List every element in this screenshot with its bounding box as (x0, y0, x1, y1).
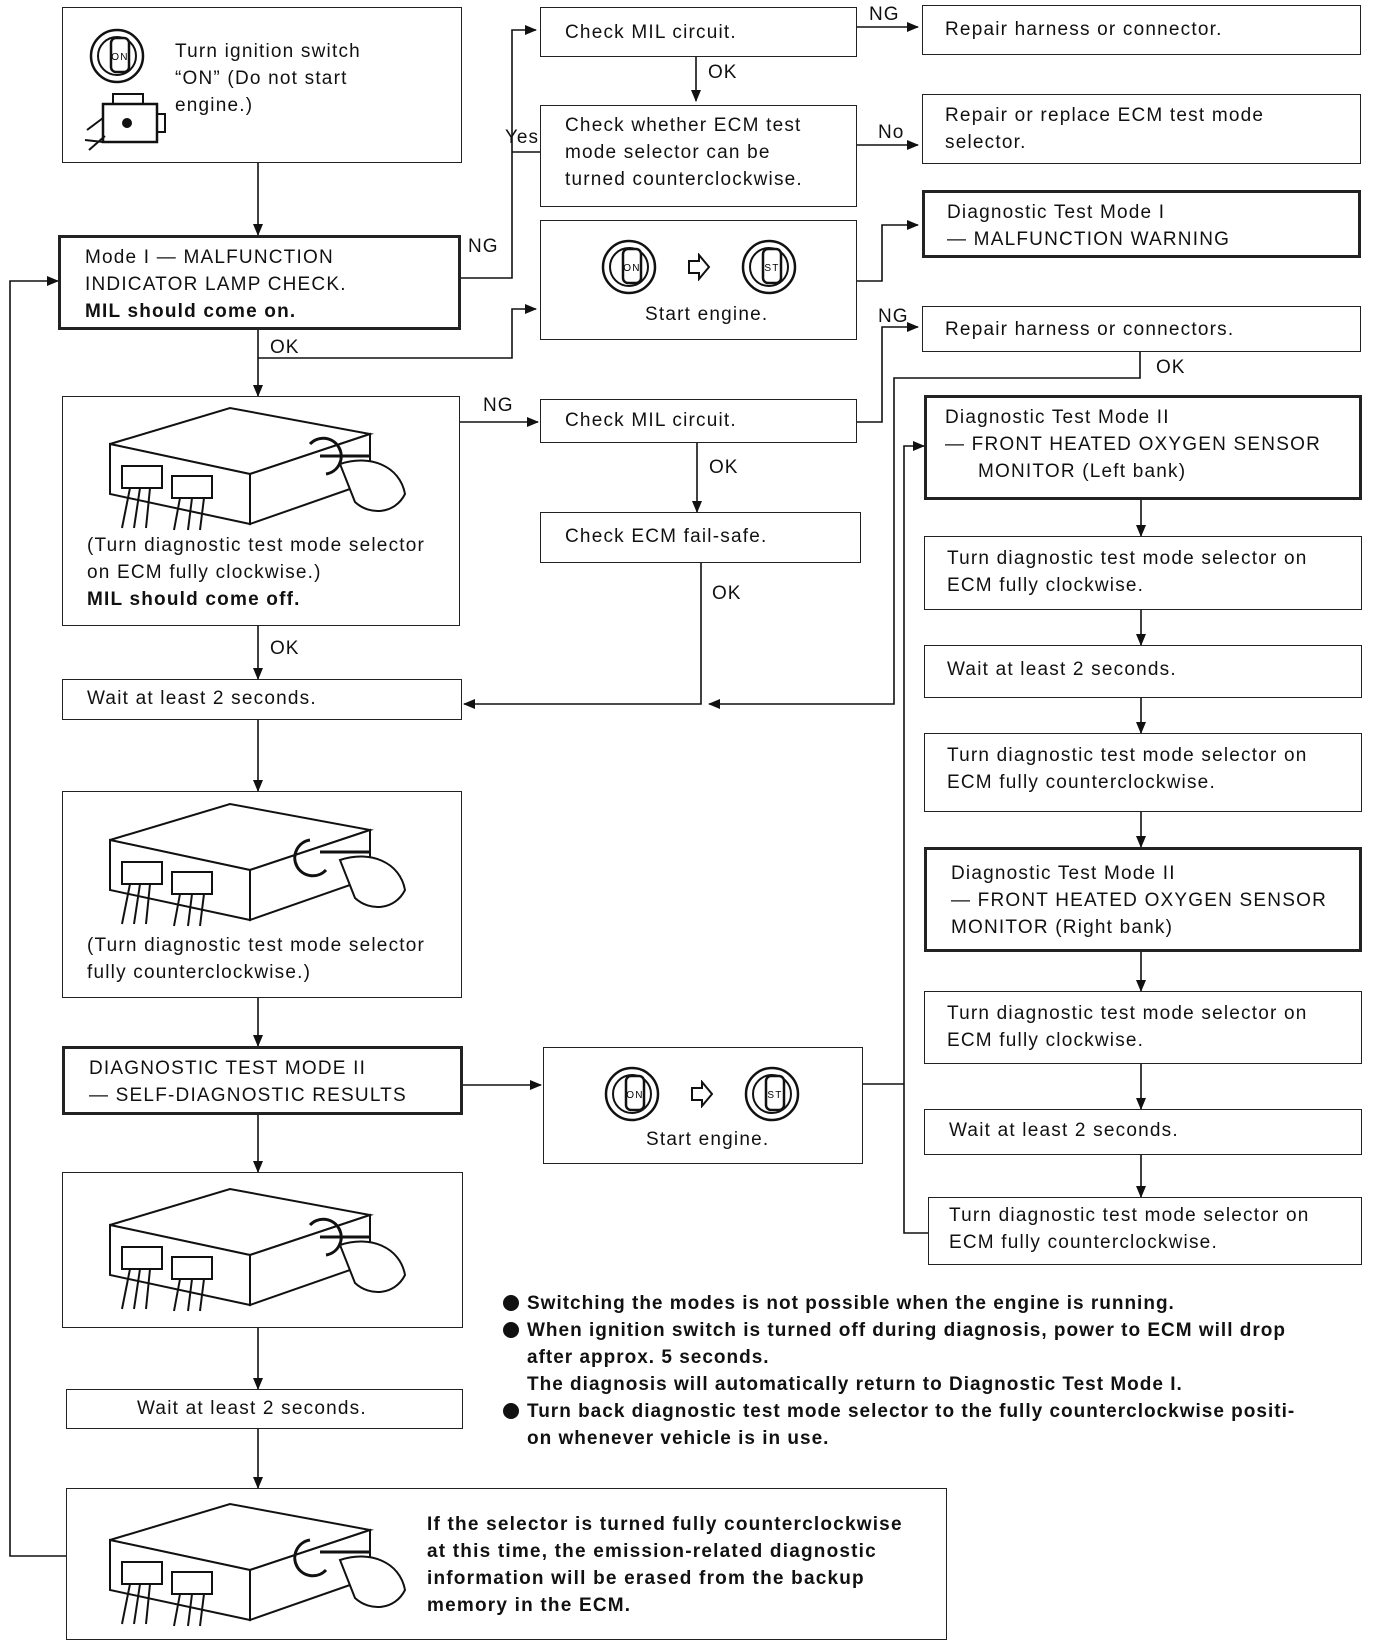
start-engine-box-1: ON ST Start engine. (540, 220, 857, 340)
bullet-icon (503, 1403, 519, 1419)
arrow-mode1-ok (258, 304, 537, 359)
bullet-icon (503, 1322, 519, 1338)
arrow-mode1-ng (461, 25, 537, 279)
label-yes: Yes (505, 127, 539, 148)
note-item: Turn back diagnostic test mode selector … (503, 1398, 1373, 1452)
label-ok-mode1: OK (270, 337, 300, 358)
ignition-key-icon: ON (89, 28, 145, 84)
ecm-selector-ccw-illustration-2 (109, 1502, 407, 1627)
dtm1-warning-box: Diagnostic Test Mode I — MALFUNCTION WAR… (922, 190, 1361, 258)
ecm-selector-ccw-illustration (109, 802, 407, 927)
label-ok-cw: OK (270, 638, 300, 659)
wait-box-1: Wait at least 2 seconds. (62, 679, 462, 720)
start-engine-box-2: ON ST Start engine. (543, 1047, 863, 1164)
label-ok-mil2: OK (709, 457, 739, 478)
ecm-selector-cw-illustration (109, 406, 407, 531)
notes-list: Switching the modes is not possible when… (503, 1290, 1373, 1452)
dtm2-left-bank-box: Diagnostic Test Mode II — FRONT HEATED O… (924, 395, 1362, 500)
dtm2-right-bank-box: Diagnostic Test Mode II — FRONT HEATED O… (924, 847, 1362, 952)
label-ok-repair2: OK (1156, 357, 1186, 378)
svg-text:ST: ST (764, 263, 779, 274)
key-start-icon-2: ST (744, 1066, 800, 1122)
note-item: When ignition switch is turned off durin… (503, 1317, 1373, 1398)
turn-cw-box-2: Turn diagnostic test mode selector on EC… (924, 991, 1362, 1064)
arrow-right-icon-2 (691, 1080, 714, 1108)
label-ok-failsafe: OK (712, 583, 742, 604)
wait-box-3: Wait at least 2 seconds. (924, 1109, 1362, 1155)
label-ng-cw: NG (483, 395, 514, 416)
key-start-icon: ST (741, 239, 797, 295)
ignition-box: Turn ignition switch “ON” (Do not start … (62, 7, 462, 163)
arrow-failsafe-ok (463, 563, 702, 709)
arrow-repair2-ok (708, 352, 1141, 709)
label-ng-mil2: NG (878, 306, 909, 327)
ecm-selector-cw-illustration-2 (109, 1187, 407, 1312)
svg-text:ON: ON (111, 52, 128, 63)
repair-harness-box-1: Repair harness or connector. (922, 5, 1361, 55)
svg-text:ON: ON (626, 1090, 643, 1101)
turn-ccw-box-1: Turn diagnostic test mode selector on EC… (924, 733, 1362, 812)
svg-text:ST: ST (767, 1090, 782, 1101)
check-mil-circuit-box-1: Check MIL circuit. (540, 7, 857, 57)
check-failsafe-box: Check ECM fail-safe. (540, 512, 861, 563)
arrow-loop-from-right (903, 1084, 928, 1234)
note-item: Switching the modes is not possible when… (503, 1290, 1373, 1317)
check-mil-circuit-box-2: Check MIL circuit. (540, 399, 857, 443)
arrow-start-to-dtm1 (857, 220, 919, 282)
mode1-check-box: Mode I — MALFUNCTION INDICATOR LAMP CHEC… (58, 235, 461, 330)
svg-text:ON: ON (623, 263, 640, 274)
label-ng-mil1: NG (869, 4, 900, 25)
arrow-mil2-ng (857, 322, 919, 423)
arrow-into-dtm2-left (903, 441, 925, 1084)
turn-cw-box-1: Turn diagnostic test mode selector on EC… (924, 536, 1362, 610)
dtm2-self-diag-box: DIAGNOSTIC TEST MODE II — SELF-DIAGNOSTI… (62, 1046, 463, 1115)
repair-selector-box: Repair or replace ECM test mode selector… (922, 94, 1361, 164)
wait-box-4: Wait at least 2 seconds. (66, 1389, 463, 1429)
key-on-icon-2: ON (604, 1066, 660, 1122)
engine-icon (84, 93, 166, 151)
check-selector-box: Check whether ECM test mode selector can… (540, 105, 857, 207)
wait-box-2: Wait at least 2 seconds. (924, 645, 1362, 698)
arrow-right-icon (688, 253, 711, 281)
bullet-icon (503, 1295, 519, 1311)
arrow-loop-back (9, 276, 66, 1557)
label-ng-mode1: NG (468, 236, 499, 257)
key-on-icon: ON (601, 239, 657, 295)
repair-harness-box-2: Repair harness or connectors. (922, 306, 1361, 352)
turn-ccw-box-2: Turn diagnostic test mode selector on EC… (928, 1197, 1362, 1265)
label-ok-mil1: OK (708, 62, 738, 83)
label-no: No (878, 122, 905, 143)
